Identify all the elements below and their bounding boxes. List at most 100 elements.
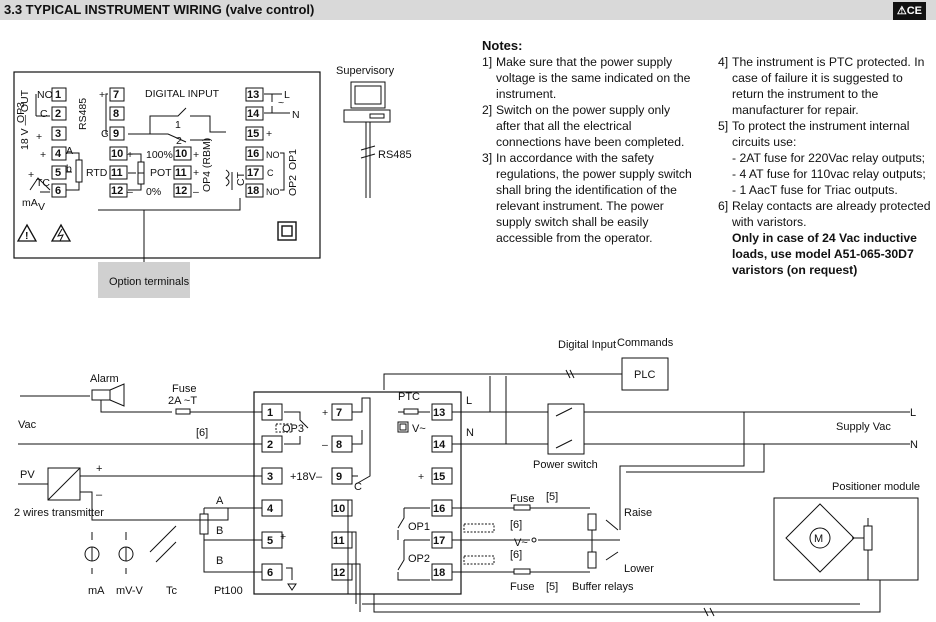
svg-text:–: –: [322, 439, 328, 451]
svg-text:NO: NO: [266, 187, 280, 197]
alarm-fuse-rating: 2A ~T: [168, 395, 197, 407]
rp-terminal-6: 6: [55, 185, 61, 197]
transmitter-label: 2 wires transmitter: [14, 507, 104, 519]
svg-text:!: !: [25, 230, 29, 242]
svg-text:2: 2: [176, 135, 182, 147]
pt100-label: Pt100: [214, 585, 243, 597]
positioner-label: Positioner module: [832, 481, 920, 493]
rp-terminal-11: 11: [111, 167, 123, 179]
rp-terminal-16: 16: [247, 148, 259, 160]
lower-label: Lower: [624, 563, 654, 575]
svg-text:M: M: [814, 533, 823, 545]
plc-digital-input-label: Digital Input: [558, 339, 616, 351]
positioner-module: [773, 497, 919, 581]
svg-text:L: L: [910, 407, 916, 419]
rp-ct-label: CT: [235, 171, 247, 186]
svg-text:+: +: [99, 89, 105, 101]
svg-text:–: –: [96, 489, 103, 501]
rear-panel: 1 2 3 4 5 6 NO C OP3 18 V — OUT + + + TC…: [13, 71, 321, 262]
svg-text:N: N: [466, 427, 474, 439]
svg-text:+: +: [193, 167, 199, 179]
notes-heading: Notes:: [482, 38, 523, 53]
shock-warning-icon: [50, 223, 72, 242]
svg-text:1: 1: [267, 407, 273, 419]
svg-text:16: 16: [433, 503, 445, 515]
fuse-lower-label: Fuse: [510, 581, 534, 593]
svg-text:B: B: [216, 555, 223, 567]
alarm-horn-icon: [91, 389, 111, 401]
rp-terminal-14: 14: [247, 108, 260, 120]
svg-text:+: +: [418, 471, 424, 483]
svg-text:[5]: [5]: [546, 491, 558, 503]
op2-label: OP2: [408, 553, 430, 565]
svg-text:17: 17: [433, 535, 445, 547]
svg-text:15: 15: [433, 471, 445, 483]
svg-text:L: L: [466, 395, 472, 407]
rp-rs485-label: RS485: [77, 98, 89, 130]
svg-text:C: C: [267, 168, 274, 178]
rp-terminal-10: 10: [111, 148, 123, 160]
transmitter-icon: [47, 467, 81, 501]
svg-text:+: +: [28, 169, 34, 181]
rp-100-label: 100%: [146, 149, 173, 161]
ptc-label: PTC: [398, 391, 420, 403]
alarm-label: Alarm: [90, 373, 119, 385]
note-3: 3]In accordance with the safety regulati…: [482, 151, 692, 245]
svg-text:+: +: [96, 463, 102, 475]
rp-terminal-11b: 11: [175, 167, 187, 179]
svg-text:4: 4: [267, 503, 274, 515]
note-5c: - 1 AacT fuse for Triac outputs.: [732, 183, 898, 197]
svg-text:NO: NO: [266, 150, 280, 160]
lower-relay-icon: [587, 551, 597, 569]
note-1: 1]Make sure that the power supply voltag…: [482, 55, 691, 101]
rp-0-label: 0%: [146, 186, 161, 198]
svg-text:+: +: [266, 128, 272, 140]
op3-label: OP3: [282, 423, 304, 435]
option-terminals-tag: Option terminals: [98, 262, 190, 298]
ma-label: mA: [88, 585, 105, 597]
op1-label: OP1: [408, 521, 430, 533]
svg-text:+: +: [193, 149, 199, 161]
tc-label: Tc: [166, 585, 178, 597]
note-5: 5]To protect the instrument internal cir…: [718, 119, 910, 149]
svg-text:3: 3: [267, 471, 273, 483]
svg-text:C: C: [101, 128, 109, 140]
svg-text:–: –: [127, 186, 133, 198]
svg-text:8: 8: [336, 439, 342, 451]
svg-text:Commands: Commands: [617, 337, 674, 349]
rp-terminal-18: 18: [247, 185, 259, 197]
section-header: 3.3 TYPICAL INSTRUMENT WIRING (valve con…: [0, 0, 936, 20]
rp-terminal-7: 7: [113, 89, 119, 101]
svg-text:11: 11: [333, 535, 345, 547]
vac-label: Vac: [18, 419, 37, 431]
svg-text:[5]: [5]: [546, 581, 558, 593]
svg-text:V~: V~: [514, 537, 528, 549]
rp-terminal-12b: 12: [175, 185, 187, 197]
rp-terminal-1: 1: [55, 89, 61, 101]
svg-text:12: 12: [333, 567, 345, 579]
svg-text:2: 2: [267, 439, 273, 451]
raise-label: Raise: [624, 507, 652, 519]
svg-text:+18V–: +18V–: [290, 471, 323, 483]
rp-terminal-9: 9: [113, 128, 119, 140]
supply-vac-label: Supply Vac: [836, 421, 891, 433]
supervisory-rs485-label: RS485: [378, 149, 412, 161]
notes-column-1: Notes: 1]Make sure that the power supply…: [482, 38, 696, 246]
left-field: Alarm Fuse 2A ~T Vac [6] PV + – 2 wires …: [14, 373, 262, 597]
pv-label: PV: [20, 469, 35, 481]
svg-text:7: 7: [336, 407, 342, 419]
svg-text:+: +: [322, 407, 328, 419]
buffer-relays-label: Buffer relays: [572, 581, 634, 593]
svg-text:A: A: [216, 495, 224, 507]
rp-rtd-label: RTD: [86, 167, 108, 179]
svg-text:PLC: PLC: [634, 369, 655, 381]
pt100-icon: [199, 513, 209, 535]
mv-v-label: mV-V: [116, 585, 144, 597]
svg-text:[6]: [6]: [196, 427, 208, 439]
svg-text:[6]: [6]: [510, 549, 522, 561]
svg-text:B: B: [216, 525, 223, 537]
svg-text:+: +: [36, 131, 42, 143]
double-insulation-icon: [277, 221, 297, 241]
svg-text:+: +: [127, 149, 133, 161]
